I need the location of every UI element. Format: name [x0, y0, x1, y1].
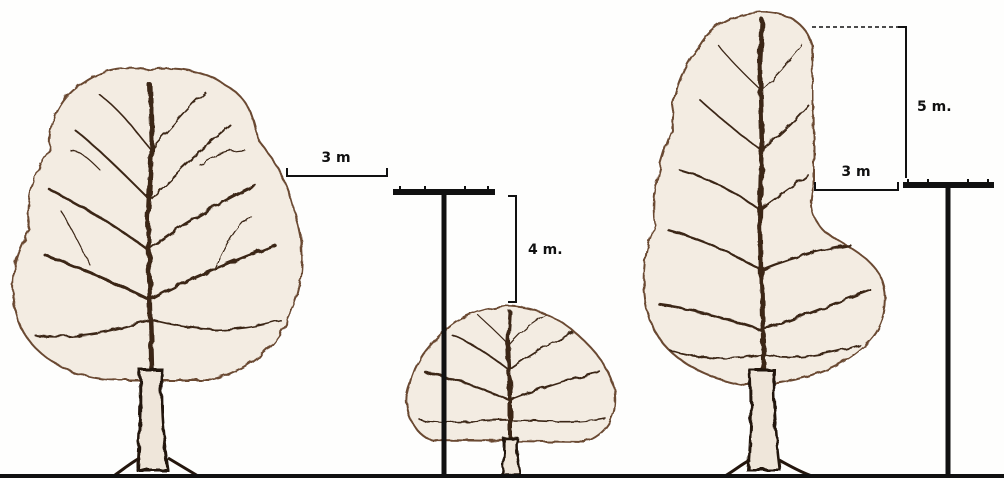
dimension-middle-vertical-label: 4 m. — [528, 242, 563, 258]
dimension-right-vertical-bracket — [898, 27, 906, 178]
utility-pole-right — [903, 179, 994, 476]
dimension-right-horizontal-label: 3 m — [841, 164, 870, 180]
large-tree-left — [13, 68, 303, 476]
small-tree-middle — [407, 306, 615, 474]
dimension-right-horizontal: 3 m — [815, 164, 898, 190]
dimension-right-vertical: 5 m. — [812, 27, 952, 178]
tall-tree-right — [644, 12, 886, 476]
large-tree-left-canopy — [13, 68, 303, 380]
small-tree-middle-trunk — [502, 438, 520, 474]
dimension-left-horizontal-bracket — [287, 168, 387, 176]
dimension-right-horizontal-bracket — [815, 182, 898, 190]
dimension-left-horizontal: 3 m — [287, 150, 387, 176]
dimension-left-horizontal-label: 3 m — [321, 150, 350, 166]
dimension-middle-vertical: 4 m. — [508, 196, 563, 302]
dimension-middle-vertical-bracket — [508, 196, 516, 302]
large-tree-left-trunk — [138, 370, 168, 470]
dimension-right-vertical-label: 5 m. — [917, 99, 952, 115]
tall-tree-right-trunk — [748, 370, 780, 470]
